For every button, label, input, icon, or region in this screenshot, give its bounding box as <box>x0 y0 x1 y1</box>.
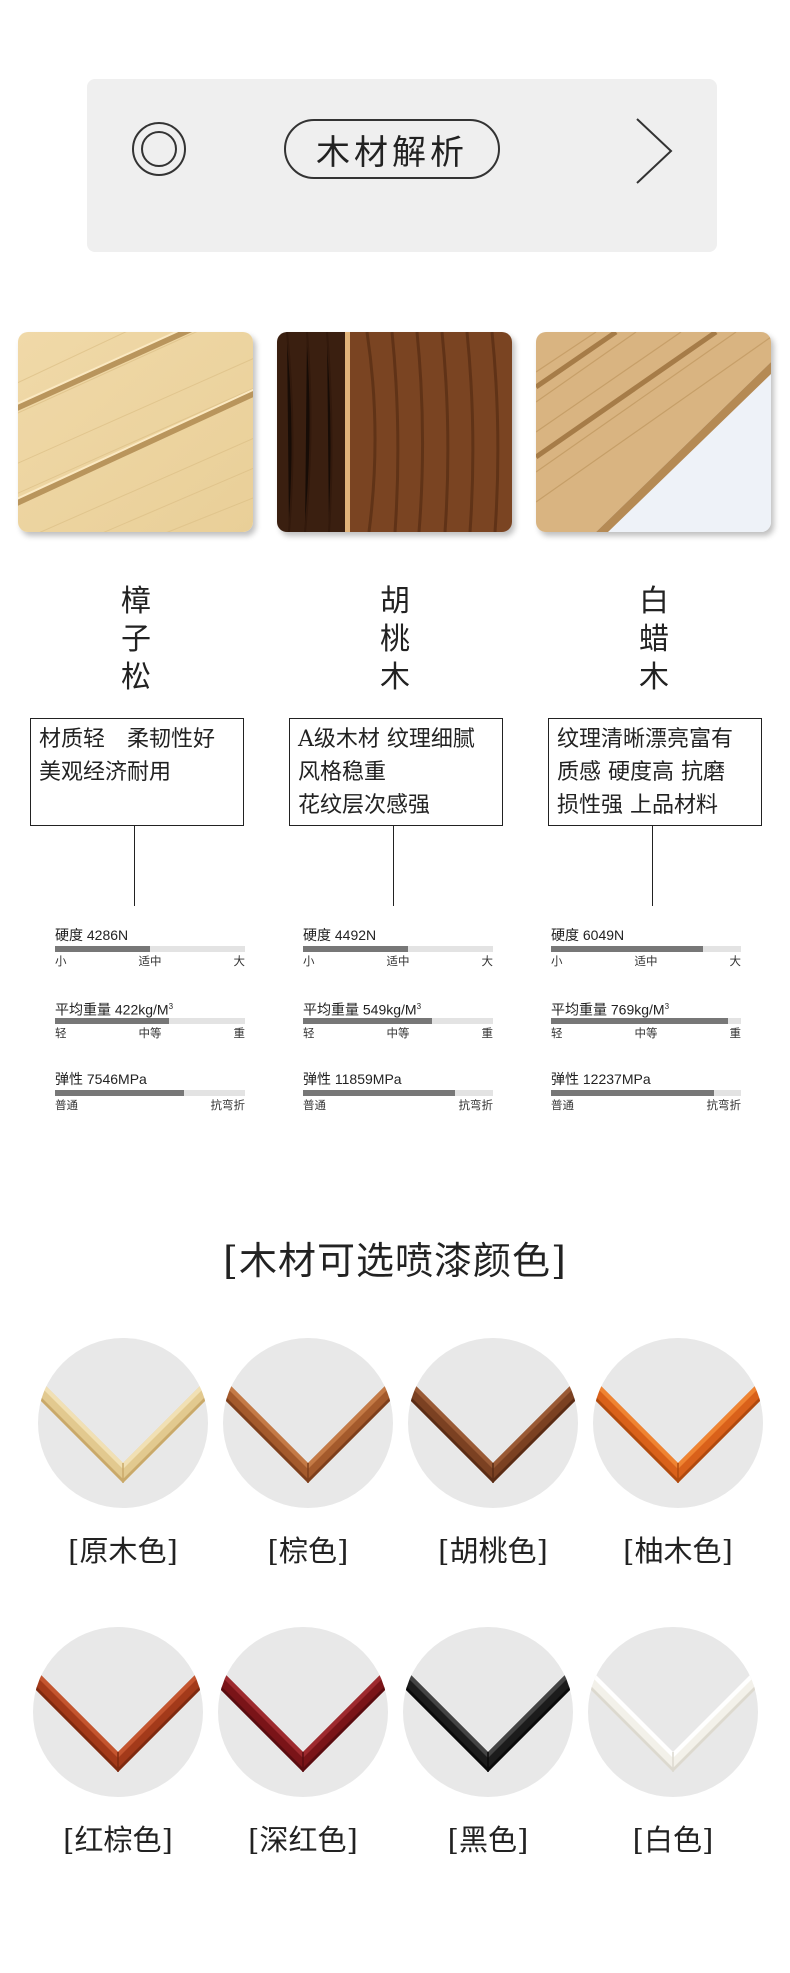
hardness-label: 硬度 4492N <box>303 927 377 943</box>
swatch-label: [红棕色] <box>63 1823 173 1857</box>
swatch-walnut[interactable] <box>408 1338 578 1508</box>
pine-wood-photo <box>18 332 253 532</box>
frame-corner-icon <box>33 1667 203 1772</box>
hardness-fill <box>55 946 150 952</box>
elasticity-label: 弹性 11859MPa <box>303 1071 402 1087</box>
elasticity-fill <box>55 1090 185 1096</box>
weight-meter: 平均重量 769kg/M3 轻中等重 <box>551 998 741 1042</box>
hardness-fill <box>303 946 408 952</box>
target-icon-inner <box>141 131 177 167</box>
elasticity-label: 弹性 7546MPa <box>55 1071 147 1087</box>
weight-fill <box>303 1018 433 1024</box>
wood-description-ash: 纹理清晰漂亮富有质感 硬度高 抗磨损性强 上品材料 <box>548 718 762 826</box>
swatch-label: [棕色] <box>267 1534 349 1568</box>
weight-label: 平均重量 549kg/M3 <box>303 1001 422 1018</box>
walnut-wood-photo <box>277 332 512 532</box>
header-title: 木材解析 <box>284 119 500 179</box>
swatch-white[interactable] <box>588 1627 758 1797</box>
elasticity-label: 弹性 12237MPa <box>551 1071 651 1087</box>
target-icon <box>132 122 186 176</box>
wood-description-walnut: A级木材 纹理细腻风格稳重花纹层次感强 <box>289 718 503 826</box>
frame-corner-icon <box>403 1667 573 1772</box>
weight-meter: 平均重量 422kg/M3 轻中等重 <box>55 998 245 1042</box>
weight-label: 平均重量 769kg/M3 <box>551 1001 670 1018</box>
elasticity-fill <box>551 1090 715 1096</box>
hardness-meter: 硬度 6049N 小适中大 <box>551 927 741 968</box>
wood-description-pine: 材质轻 柔韧性好美观经济耐用 <box>30 718 244 826</box>
swatch-dark-red[interactable] <box>218 1627 388 1797</box>
swatch-label: [白色] <box>632 1823 714 1857</box>
swatch-teak[interactable] <box>593 1338 763 1508</box>
elasticity-meter: 弹性 7546MPa 普通抗弯折 <box>55 1071 245 1112</box>
connector-line <box>652 826 653 906</box>
frame-corner-icon <box>38 1378 208 1483</box>
hardness-meter: 硬度 4286N 小适中大 <box>55 927 245 968</box>
swatch-label: [深红色] <box>248 1823 358 1857</box>
frame-corner-icon <box>223 1378 393 1483</box>
header-banner: 木材解析 <box>87 79 717 252</box>
swatch-red-brown[interactable] <box>33 1627 203 1797</box>
color-section-title: [木材可选喷漆颜色] <box>223 1239 567 1283</box>
swatch-black[interactable] <box>403 1627 573 1797</box>
weight-fill <box>551 1018 728 1024</box>
hardness-fill <box>551 946 703 952</box>
swatch-label: [原木色] <box>68 1534 178 1568</box>
wood-name-ash: 白蜡木 <box>639 584 669 695</box>
weight-fill <box>55 1018 169 1024</box>
elasticity-fill <box>303 1090 455 1096</box>
swatch-label: [柚木色] <box>623 1534 733 1568</box>
weight-label: 平均重量 422kg/M3 <box>55 1001 174 1018</box>
connector-line <box>134 826 135 906</box>
connector-line <box>393 826 394 906</box>
ash-wood-photo <box>536 332 771 532</box>
frame-corner-icon <box>588 1667 758 1772</box>
hardness-label: 硬度 4286N <box>55 927 129 943</box>
hardness-label: 硬度 6049N <box>551 927 625 943</box>
chevron-right-icon[interactable] <box>627 115 687 187</box>
swatch-label: [胡桃色] <box>438 1534 548 1568</box>
elasticity-meter: 弹性 11859MPa 普通抗弯折 <box>303 1071 493 1112</box>
swatch-brown[interactable] <box>223 1338 393 1508</box>
wood-name-pine: 樟子松 <box>121 584 151 695</box>
swatch-log-color[interactable] <box>38 1338 208 1508</box>
frame-corner-icon <box>593 1378 763 1483</box>
wood-name-walnut: 胡桃木 <box>380 584 410 695</box>
frame-corner-icon <box>218 1667 388 1772</box>
hardness-meter: 硬度 4492N 小适中大 <box>303 927 493 968</box>
swatch-label: [黑色] <box>447 1823 529 1857</box>
frame-corner-icon <box>408 1378 578 1483</box>
weight-meter: 平均重量 549kg/M3 轻中等重 <box>303 998 493 1042</box>
elasticity-meter: 弹性 12237MPa 普通抗弯折 <box>551 1071 741 1112</box>
